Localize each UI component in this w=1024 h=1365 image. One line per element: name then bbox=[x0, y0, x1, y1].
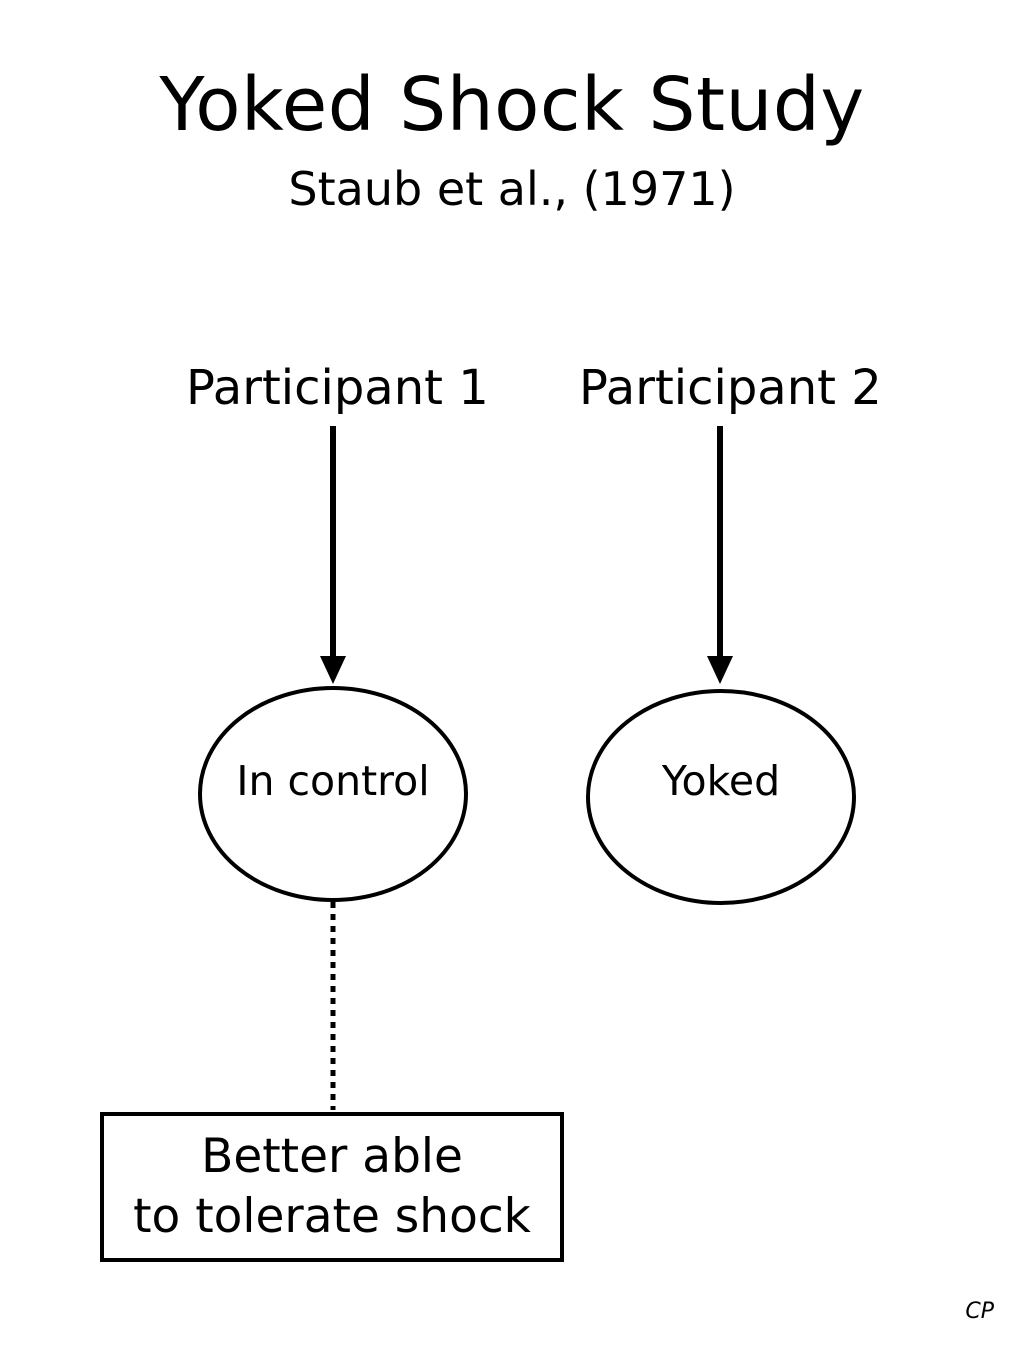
outcome-line-1: Better able bbox=[201, 1129, 463, 1184]
participant-1-arrowhead bbox=[320, 656, 346, 684]
yoked-label: Yoked bbox=[661, 757, 781, 805]
page-subtitle: Staub et al., (1971) bbox=[288, 162, 736, 216]
yoked-node bbox=[586, 689, 856, 905]
in-control-label: In control bbox=[236, 757, 430, 805]
outcome-box: Better able to tolerate shock bbox=[100, 1112, 564, 1262]
credit-mark: CP bbox=[965, 1299, 994, 1324]
outcome-line-2: to tolerate shock bbox=[133, 1189, 531, 1244]
participant-2-arrowhead bbox=[707, 656, 733, 684]
participant-1-label: Participant 1 bbox=[186, 360, 489, 416]
in-control-node bbox=[198, 686, 468, 902]
page-title: Yoked Shock Study bbox=[159, 62, 865, 148]
participant-2-label: Participant 2 bbox=[579, 360, 882, 416]
